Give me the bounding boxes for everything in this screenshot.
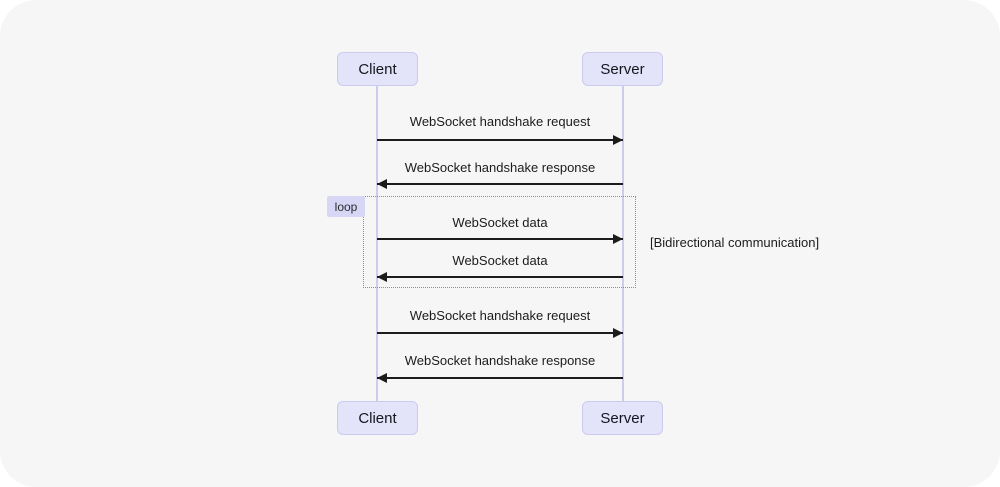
message-arrow-left — [377, 272, 623, 282]
message-label: WebSocket handshake request — [409, 308, 591, 323]
message-arrow-left — [377, 373, 623, 383]
actor-server-top: Server — [582, 52, 663, 86]
message-arrow-right — [377, 135, 623, 145]
message-label: WebSocket data — [452, 215, 548, 230]
arrowhead-left-icon — [377, 373, 387, 383]
arrowhead-right-icon — [613, 234, 623, 244]
loop-label-text: loop — [334, 199, 358, 214]
message-arrow-right — [377, 234, 623, 244]
arrowhead-left-icon — [377, 179, 387, 189]
message-label: WebSocket data — [452, 253, 548, 268]
actor-client-bottom-label: Client — [358, 409, 397, 427]
actor-client-top: Client — [337, 52, 418, 86]
arrowhead-left-icon — [377, 272, 387, 282]
arrowhead-right-icon — [613, 328, 623, 338]
arrowhead-right-icon — [613, 135, 623, 145]
actor-client-top-label: Client — [358, 60, 397, 78]
loop-frame — [363, 196, 636, 288]
message-label: WebSocket handshake request — [409, 114, 591, 129]
actor-server-top-label: Server — [600, 60, 645, 78]
actor-server-bottom-label: Server — [600, 409, 645, 427]
message-label: WebSocket handshake response — [404, 160, 596, 175]
message-label: WebSocket handshake response — [404, 353, 596, 368]
actor-server-bottom: Server — [582, 401, 663, 435]
message-arrow-left — [377, 179, 623, 189]
message-arrow-right — [377, 328, 623, 338]
loop-condition-text: [Bidirectional communication] — [650, 235, 820, 250]
client-lifeline — [376, 86, 378, 401]
loop-label-tab: loop — [327, 196, 365, 217]
server-lifeline — [622, 86, 624, 401]
actor-client-bottom: Client — [337, 401, 418, 435]
